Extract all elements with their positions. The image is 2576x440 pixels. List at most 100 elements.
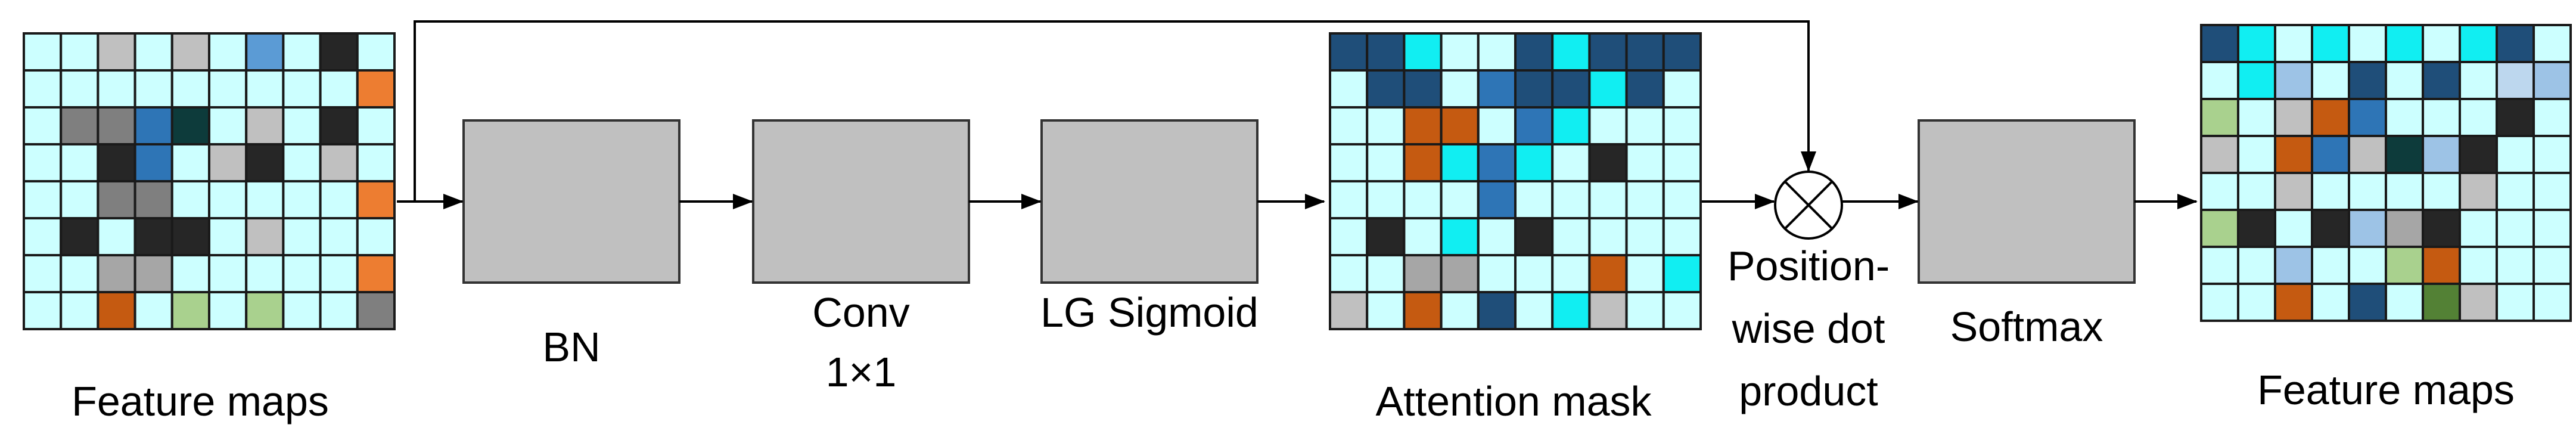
grid-cell (2385, 246, 2424, 285)
grid-cell (133, 69, 173, 109)
grid-cell (1514, 106, 1554, 145)
bn-label: BN (542, 324, 600, 370)
grid-cell (2533, 135, 2572, 174)
grid-cell (245, 69, 285, 109)
softmax-block (1918, 119, 2136, 284)
grid-cell (1662, 106, 1702, 145)
grid-cell (133, 180, 173, 219)
grid-cell (1625, 106, 1665, 145)
grid-cell (1662, 217, 1702, 256)
grid-cell (1403, 106, 1443, 145)
grid-cell (208, 291, 248, 330)
grid-cell (1588, 291, 1628, 330)
grid-cell (60, 254, 100, 293)
grid-cell (2348, 135, 2387, 174)
grid-cell (1366, 32, 1406, 72)
grid-cell (2200, 61, 2239, 100)
grid-cell (1662, 180, 1702, 219)
grid-cell (97, 217, 136, 256)
grid-cell (1514, 180, 1554, 219)
dot-product-label-3: product (1739, 368, 1878, 414)
grid-cell (1514, 217, 1554, 256)
grid-cell (1366, 291, 1406, 330)
grid-cell (1662, 254, 1702, 293)
grid-cell (1588, 217, 1628, 256)
grid-cell (2496, 283, 2535, 322)
grid-cell (2385, 98, 2424, 137)
grid-cell (23, 217, 63, 256)
grid-cell (60, 180, 100, 219)
grid-cell (356, 106, 396, 145)
grid-cell (2200, 246, 2239, 285)
grid-cell (1477, 143, 1517, 182)
grid-cell (2200, 135, 2239, 174)
grid-cell (1329, 106, 1369, 145)
grid-cell (170, 106, 210, 145)
grid-cell (97, 180, 136, 219)
conv-label: Conv (812, 289, 909, 336)
grid-cell (133, 254, 173, 293)
grid-cell (2422, 283, 2461, 322)
grid-cell (1514, 254, 1554, 293)
grid-cell (60, 217, 100, 256)
grid-cell (319, 32, 359, 72)
grid-cell (2459, 283, 2498, 322)
grid-cell (2237, 283, 2276, 322)
grid-cell (1514, 32, 1554, 72)
grid-cell (1551, 180, 1591, 219)
grid-cell (2422, 135, 2461, 174)
grid-cell (1329, 217, 1369, 256)
skip-connection-arrow (414, 20, 1816, 202)
grid-cell (1440, 143, 1480, 182)
grid-cell (1440, 291, 1480, 330)
grid-cell (23, 254, 63, 293)
grid-cell (2385, 172, 2424, 211)
grid-cell (60, 106, 100, 145)
dot-product-label-2: wise dot (1732, 305, 1885, 352)
grid-cell (1551, 69, 1591, 109)
grid-cell (170, 180, 210, 219)
grid-cell (1551, 217, 1591, 256)
grid-cell (2496, 246, 2535, 285)
grid-cell (2459, 61, 2498, 100)
grid-cell (2459, 172, 2498, 211)
grid-cell (2496, 172, 2535, 211)
grid-cell (2237, 172, 2276, 211)
grid-cell (1477, 254, 1517, 293)
grid-cell (1440, 180, 1480, 219)
grid-cell (1588, 69, 1628, 109)
grid-cell (1329, 254, 1369, 293)
grid-cell (2200, 98, 2239, 137)
attention-mask-grid (1329, 32, 1702, 330)
grid-cell (245, 180, 285, 219)
grid-cell (60, 291, 100, 330)
grid-cell (2496, 98, 2535, 137)
grid-cell (1514, 69, 1554, 109)
grid-cell (2533, 209, 2572, 248)
grid-cell (1551, 254, 1591, 293)
grid-cell (1440, 32, 1480, 72)
grid-cell (282, 180, 322, 219)
grid-cell (2422, 246, 2461, 285)
grid-cell (170, 254, 210, 293)
grid-cell (2533, 61, 2572, 100)
grid-cell (23, 32, 63, 72)
grid-cell (170, 69, 210, 109)
grid-cell (1662, 291, 1702, 330)
grid-cell (2496, 61, 2535, 100)
grid-cell (2533, 98, 2572, 137)
lg-sigmoid-label: LG Sigmoid (1040, 289, 1259, 336)
grid-cell (2274, 246, 2313, 285)
grid-cell (2459, 98, 2498, 137)
grid-cell (97, 254, 136, 293)
grid-cell (133, 291, 173, 330)
grid-cell (282, 291, 322, 330)
input-feature-maps-label: Feature maps (72, 378, 329, 424)
grid-cell (2311, 98, 2350, 137)
grid-cell (23, 143, 63, 182)
dot-product-label-1: Position- (1727, 243, 1890, 289)
grid-cell (2237, 98, 2276, 137)
grid-cell (208, 32, 248, 72)
grid-cell (2274, 61, 2313, 100)
grid-cell (1329, 69, 1369, 109)
